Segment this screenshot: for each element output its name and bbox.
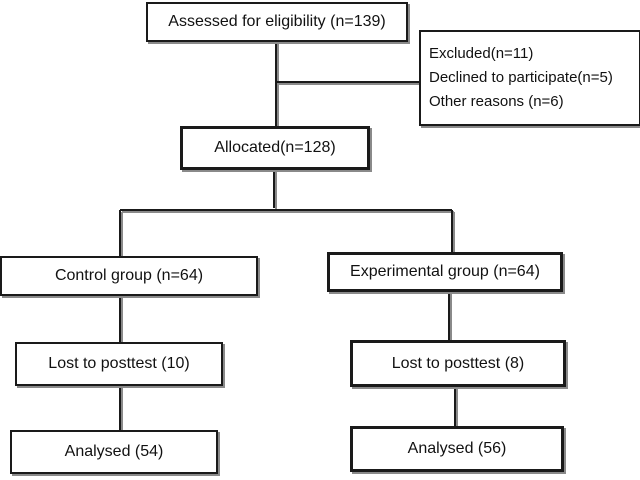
control-analysed-label: Analysed (54) — [64, 443, 164, 460]
experimental-lost-label: Lost to posttest (8) — [391, 354, 525, 372]
allocated-box: Allocated(n=128) — [180, 126, 370, 170]
control-group-box: Control group (n=64) — [0, 256, 258, 296]
excluded-title: Excluded(n=11) — [429, 45, 534, 62]
allocated-label: Allocated(n=128) — [214, 139, 336, 156]
experimental-group-label: Experimental group (n=64) — [350, 263, 540, 280]
excluded-declined: Declined to participate(n=5) — [429, 69, 613, 86]
assessed-box: Assessed for eligibility (n=139) — [146, 2, 408, 42]
experimental-lost-box: Lost to posttest (8) — [350, 340, 566, 387]
excluded-other: Other reasons (n=6) — [429, 93, 564, 110]
experimental-analysed-box: Analysed (56) — [350, 426, 564, 472]
control-analysed-box: Analysed (54) — [10, 430, 218, 474]
assessed-label: Assessed for eligibility (n=139) — [168, 13, 386, 30]
experimental-analysed-label: Analysed (56) — [407, 440, 507, 457]
control-lost-box: Lost to posttest (10) — [15, 342, 223, 386]
experimental-group-box: Experimental group (n=64) — [327, 252, 563, 292]
control-lost-label: Lost to posttest (10) — [48, 355, 190, 372]
excluded-box: Excluded(n=11) Declined to participate(n… — [419, 30, 640, 126]
control-group-label: Control group (n=64) — [54, 267, 204, 284]
